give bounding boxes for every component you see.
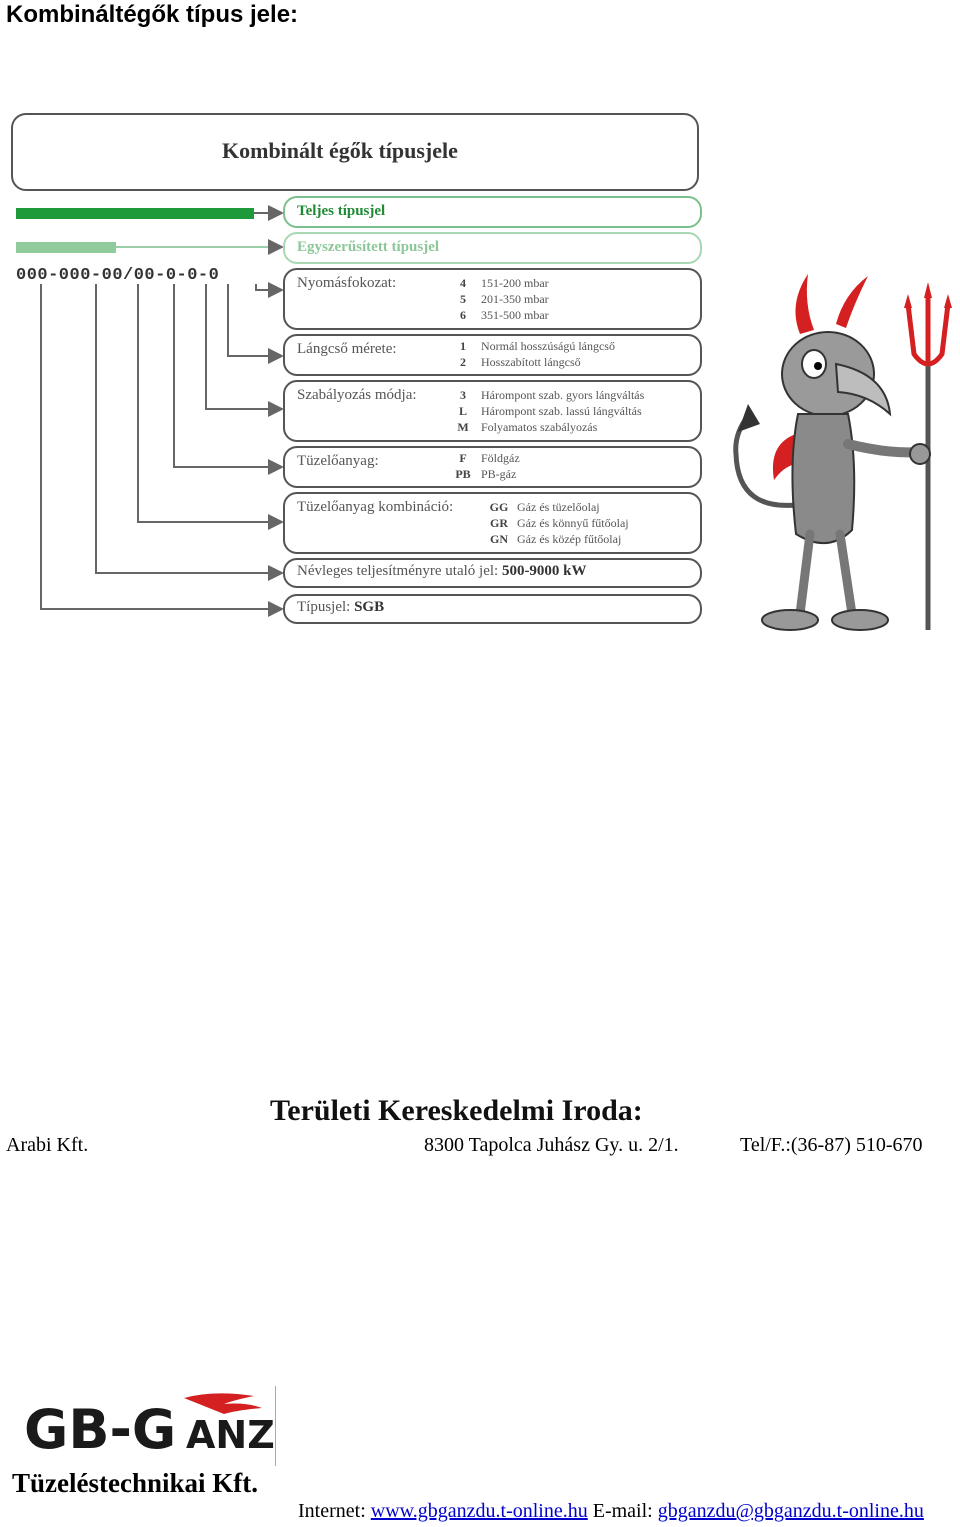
email-label: E-mail: [592,1500,653,1522]
svg-text:GB-G: GB-G [24,1398,176,1454]
fuel-label: Tüzelőanyag: [297,453,379,469]
pressure-label: Nyomásfokozat: [297,275,397,291]
office-company: Arabi Kft. [6,1134,89,1156]
full-type-box: Teljes típusjel [283,196,702,228]
svg-text:ANZ: ANZ [186,1413,275,1454]
diagram-title: Kombinált égők típusjele [222,138,458,163]
code-template: 000-000-00/00-0-0-0 [16,266,220,285]
simplified-type-bar [16,242,116,253]
company-subtitle: Tüzeléstechnikai Kft. [12,1468,258,1498]
nominal-power-box: Névleges teljesítményre utaló jel: 500-9… [283,558,702,588]
flame-tube-label: Lángcső mérete: [297,341,397,357]
fuel-combination-label: Tüzelőanyag kombináció: [297,499,454,515]
simplified-type-label: Egyszerűsített típusjel [297,239,440,255]
type-mark-label: Típusjel: SGB [297,599,385,615]
devil-with-trident-icon [718,264,956,638]
logo-divider [275,1386,276,1466]
control-label: Szabályozás módja: [297,387,417,403]
gb-ganz-logo: GB-G ANZ [24,1390,276,1461]
simplified-type-box: Egyszerűsített típusjel [283,232,702,264]
full-type-bar [16,208,254,219]
internet-label: Internet: [298,1500,366,1522]
website-link[interactable]: www.gbganzdu.t-online.hu [370,1500,588,1522]
contact-line: Internet: www.gbganzdu.t-online.hu E-mai… [298,1500,924,1523]
diagram-connectors [11,113,699,617]
full-type-label: Teljes típusjel [297,203,386,219]
type-mark-box: Típusjel: SGB [283,594,702,624]
office-address: 8300 Tapolca Juhász Gy. u. 2/1. [424,1134,679,1156]
nominal-power-label: Névleges teljesítményre utaló jel: 500-9… [297,563,587,579]
email-link[interactable]: gbganzdu@gbganzdu.t-online.hu [657,1500,924,1522]
office-heading: Területi Kereskedelmi Iroda: [270,1094,643,1127]
type-code-diagram: Kombinált égők típusjele Teljes típusjel… [8,104,704,634]
office-phone: Tel/F.:(36-87) 510-670 [740,1134,923,1156]
page-heading: Kombináltégők típus jele: [6,1,299,28]
